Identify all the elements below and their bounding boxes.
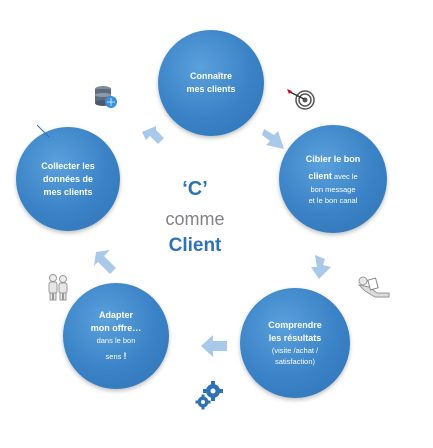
target-icon <box>287 89 315 110</box>
step-adapter-line4-exclaim: ! <box>123 350 127 361</box>
step-adapter-line4: sens ! <box>106 346 127 364</box>
step-connaitre-circle: Connaître mes clients <box>158 30 264 136</box>
step-cibler-line2-bold: client <box>308 170 332 181</box>
step-collecter-line2: données de <box>42 173 93 184</box>
step-cibler-line2-rest: avec le <box>331 171 358 181</box>
step-cibler-line2: client avec le <box>308 166 357 184</box>
two-people-icon <box>48 274 68 301</box>
arrow-connaitre-to-cibler <box>262 129 284 149</box>
step-collecter-line1: Collecter les <box>41 160 95 171</box>
step-comprendre-line2: les résultats <box>268 333 322 343</box>
database-icon <box>95 86 117 108</box>
center-client: Client <box>168 235 222 256</box>
step-adapter-line3: dans le bon <box>96 335 136 345</box>
step-connaitre-line1: Connaître <box>189 71 232 81</box>
connector-line <box>36 124 50 138</box>
step-comprendre-circle: Comprendre les résultats (visite /achat … <box>240 288 350 398</box>
step-cibler-circle: Cibler le bon client avec le bon message… <box>279 125 387 233</box>
step-adapter-circle: Adapter mon offre… dans le bon sens ! <box>63 283 169 389</box>
arrow-collecter-to-connaitre <box>142 126 164 144</box>
step-collecter-line3: mes clients <box>43 186 93 197</box>
arrow-adapter-to-collecter <box>94 250 116 274</box>
step-collecter-circle: Collecter les données de mes clients <box>16 127 120 231</box>
step-cibler-line1: Cibler le bon <box>305 153 361 164</box>
step-comprendre-line4: satisfaction) <box>274 357 316 366</box>
step-adapter-line2: mon offre… <box>90 322 142 333</box>
step-cibler-line4: et le bon canal <box>308 195 358 205</box>
reading-person-icon <box>357 276 390 298</box>
center-comme: comme <box>165 209 225 229</box>
center-quote: ‘C’ <box>182 178 208 200</box>
step-comprendre-line1: Comprendre <box>268 320 322 330</box>
step-adapter-line1: Adapter <box>98 309 133 320</box>
step-connaitre-line2: mes clients <box>186 84 236 94</box>
arrow-comprendre-to-adapter <box>201 335 227 357</box>
step-cibler-line3: bon message <box>310 184 356 194</box>
arrow-cibler-to-comprendre <box>311 255 331 279</box>
gears-icon <box>195 381 223 410</box>
step-comprendre-line3: (visite /achat / <box>271 346 319 355</box>
step-adapter-line4-text: sens <box>105 351 124 361</box>
